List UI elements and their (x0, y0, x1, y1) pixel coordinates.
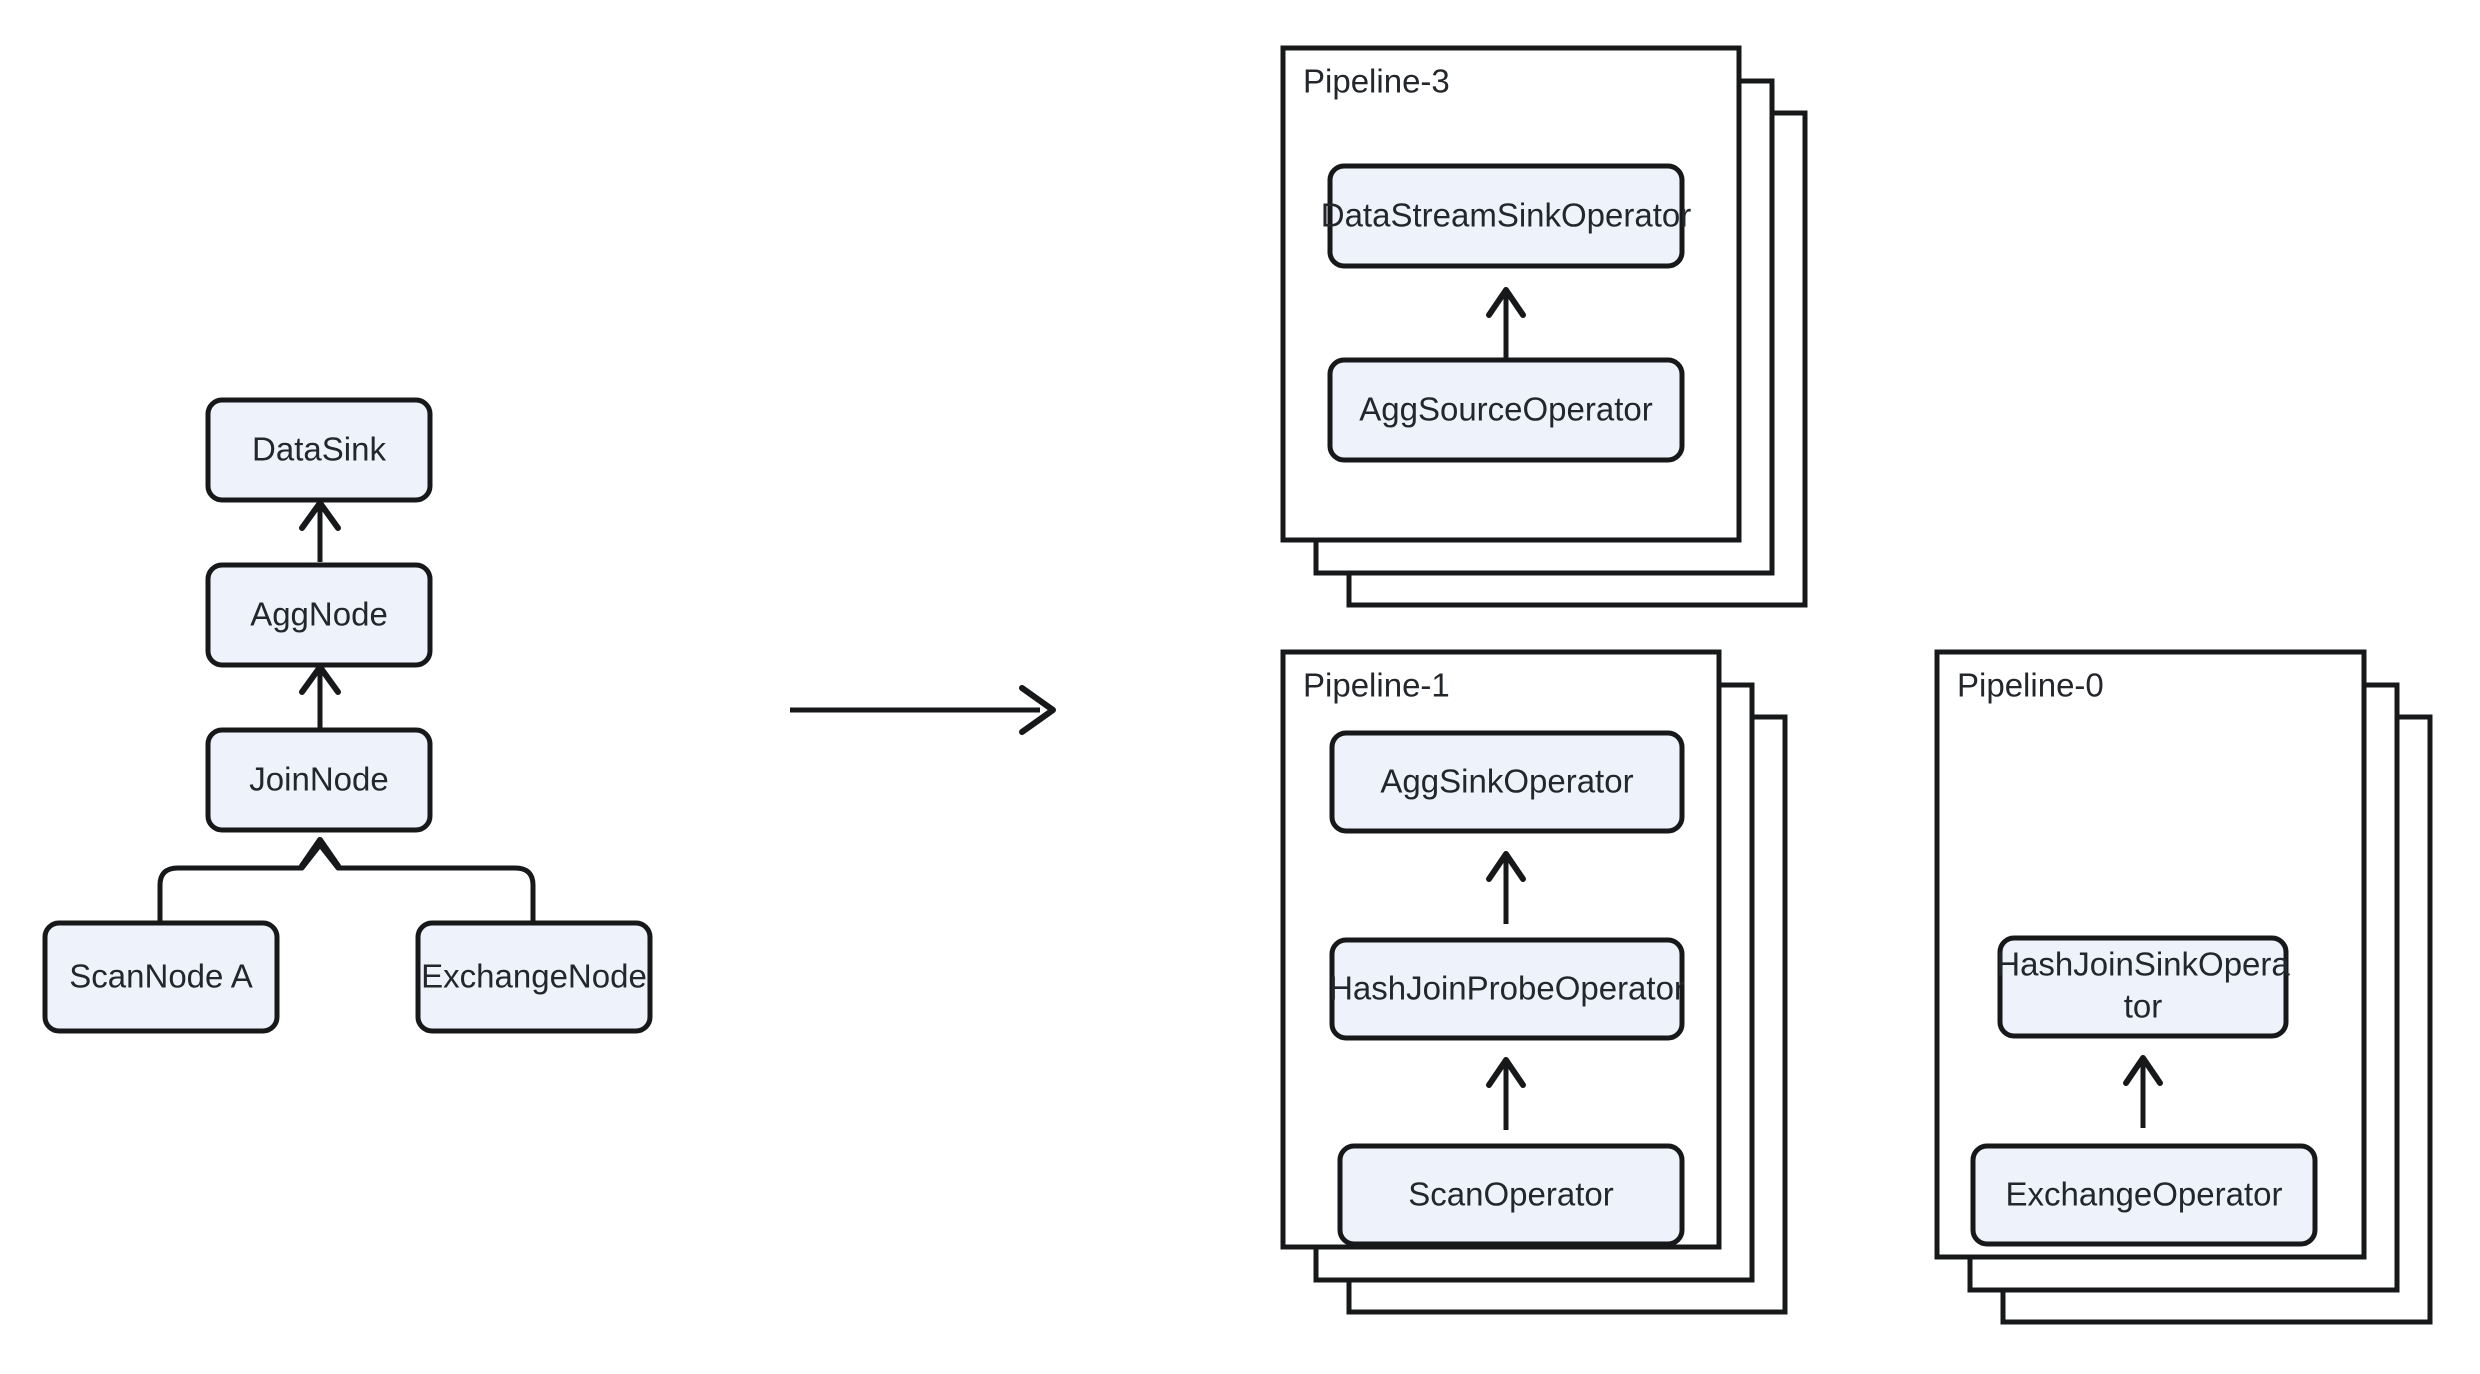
operator-exchange-operator-box[interactable] (1970, 1143, 2318, 1247)
plan-node-datasink-label: DataSink (252, 431, 386, 468)
plan-node-joinnode-label: JoinNode (249, 761, 388, 798)
pipeline-3-title: Pipeline-3 (1303, 63, 1450, 100)
plan-node-aggnode[interactable]: AggNode (205, 562, 433, 668)
operator-data-stream-sink-operator-box[interactable] (1327, 163, 1685, 269)
edge-scan-to-hashjoinprobe (1486, 1057, 1526, 1130)
operator-hash-join-sink-operator[interactable]: HashJoinSinkOpera tor (1996, 935, 2290, 1039)
operator-exchange-operator-label: ExchangeOperator (2005, 1176, 2282, 1213)
operator-exchange-operator[interactable]: ExchangeOperator (1970, 1143, 2318, 1247)
transform-arrow (790, 685, 1056, 735)
operator-data-stream-sink-operator-label: DataStreamSinkOperator (1321, 197, 1692, 234)
plan-node-exchangenode-label: ExchangeNode (421, 958, 647, 995)
operator-hash-join-probe-operator-label: HashJoinProbeOperator (1329, 970, 1685, 1007)
operator-hash-join-probe-operator-box[interactable] (1329, 937, 1685, 1041)
plan-node-scannode-a-label: ScanNode A (69, 958, 252, 995)
operator-scan-operator[interactable]: ScanOperator (1337, 1143, 1685, 1247)
operator-data-stream-sink-operator[interactable]: DataStreamSinkOperator (1321, 163, 1692, 269)
operator-hash-join-sink-operator-label-line1: HashJoinSinkOpera (1996, 946, 2290, 983)
pipeline-card-pipeline-1[interactable]: Pipeline-1 AggSinkOperator HashJoinProbe… (1280, 649, 1788, 1315)
edge-exchange-to-hashjoinsink (2123, 1055, 2163, 1128)
edge-children-to-joinnode (157, 837, 536, 923)
plan-node-exchangenode-box[interactable] (415, 920, 653, 1034)
logical-plan-tree: DataSink AggNode JoinNode ScanNode A Exc… (42, 397, 653, 1034)
operator-hash-join-probe-operator[interactable]: HashJoinProbeOperator (1329, 937, 1685, 1041)
plan-node-exchangenode[interactable]: ExchangeNode (415, 920, 653, 1034)
plan-node-joinnode-box[interactable] (205, 727, 433, 833)
operator-agg-sink-operator[interactable]: AggSinkOperator (1329, 730, 1685, 834)
operator-agg-source-operator-box[interactable] (1327, 357, 1685, 463)
plan-node-aggnode-label: AggNode (250, 596, 388, 633)
edge-aggnode-to-datasink (299, 500, 341, 562)
pipeline-0-title: Pipeline-0 (1957, 667, 2104, 704)
operator-agg-sink-operator-box[interactable] (1329, 730, 1685, 834)
plan-node-joinnode[interactable]: JoinNode (205, 727, 433, 833)
edge-joinnode-to-aggnode (299, 664, 341, 729)
pipeline-card-pipeline-0[interactable]: Pipeline-0 HashJoinSinkOpera tor Exchang… (1934, 649, 2433, 1325)
operator-hash-join-sink-operator-box[interactable] (1997, 935, 2289, 1039)
operator-scan-operator-label: ScanOperator (1408, 1176, 1613, 1213)
pipeline-1-title: Pipeline-1 (1303, 667, 1450, 704)
plan-node-datasink[interactable]: DataSink (205, 397, 433, 503)
operator-agg-sink-operator-label: AggSinkOperator (1380, 763, 1633, 800)
plan-node-scannode-a[interactable]: ScanNode A (42, 920, 280, 1034)
operator-scan-operator-box[interactable] (1337, 1143, 1685, 1247)
operator-agg-source-operator-label: AggSourceOperator (1359, 391, 1653, 428)
edge-hashjoinprobe-to-aggsink (1486, 851, 1526, 924)
plan-node-datasink-box[interactable] (205, 397, 433, 503)
operator-agg-source-operator[interactable]: AggSourceOperator (1327, 357, 1685, 463)
plan-node-aggnode-box[interactable] (205, 562, 433, 668)
operator-hash-join-sink-operator-label-line2: tor (2124, 988, 2163, 1025)
edge-aggsource-to-datastreamsink (1486, 287, 1526, 358)
plan-node-scannode-a-box[interactable] (42, 920, 280, 1034)
pipeline-card-pipeline-3[interactable]: Pipeline-3 DataStreamSinkOperator AggSou… (1280, 45, 1808, 608)
